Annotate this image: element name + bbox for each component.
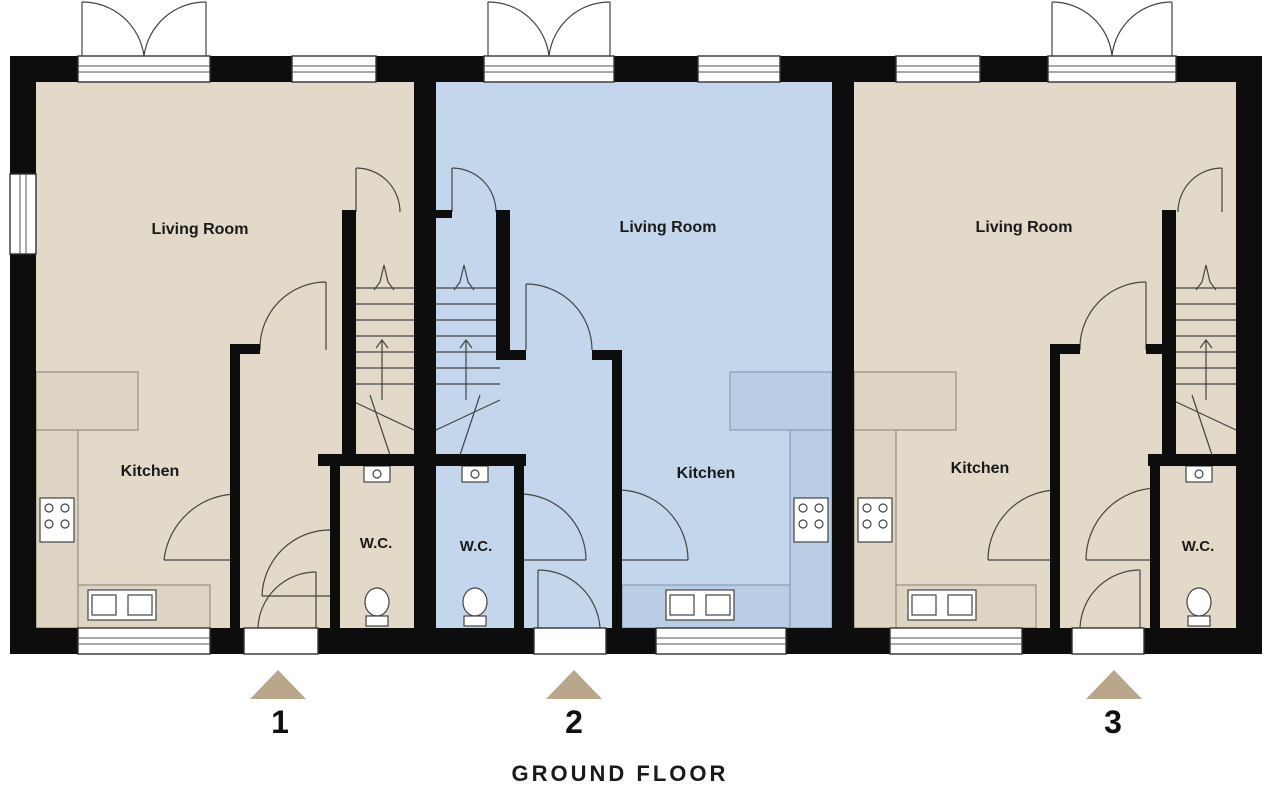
unit-2-wc-label: W.C. [460,538,493,555]
floor-title: GROUND FLOOR [512,761,729,786]
unit-3-plot-number: 3 [1104,704,1122,740]
kitchen-sink-icon [87,589,977,621]
unit-1-kitchen-label: Kitchen [121,463,180,480]
unit-1-wc-label: W.C. [360,535,393,552]
unit-2-kitchen-label: Kitchen [677,465,736,482]
unit-1-living-room-label: Living Room [152,221,249,238]
unit-2-living-room-label: Living Room [620,219,717,236]
windows [9,55,1177,655]
unit-1-plot-number: 1 [271,704,289,740]
unit-2-plot-number: 2 [565,704,583,740]
unit-2-floor [436,82,832,628]
door-swings [163,167,1223,629]
stairs [349,264,1237,456]
wc-fittings [363,465,1213,627]
unit-3-entrance-marker [1086,670,1142,699]
unit-3-floor [854,82,1236,628]
walls [10,56,1262,654]
unit-2-entrance-marker [546,670,602,699]
hob-icon [39,497,893,543]
unit-1-floor [36,82,414,628]
french-doors [81,1,1173,57]
unit-3-kitchen-label: Kitchen [951,460,1010,477]
unit-3-living-room-label: Living Room [976,219,1073,236]
unit-1-entrance-marker [250,670,306,699]
unit-3-wc-label: W.C. [1182,538,1215,555]
